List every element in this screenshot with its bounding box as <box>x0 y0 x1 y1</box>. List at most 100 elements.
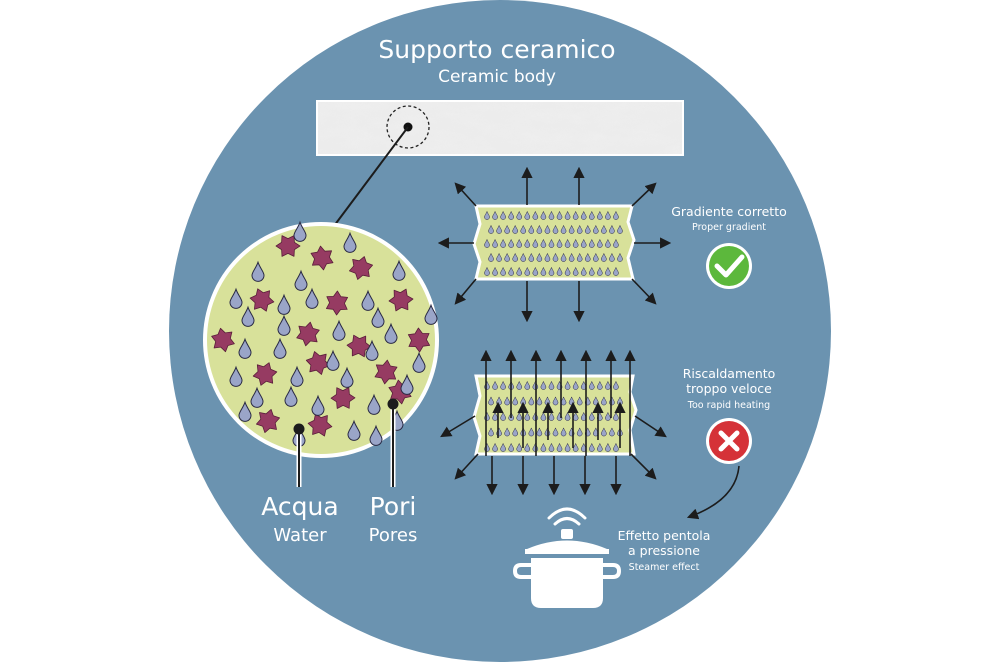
water-drop <box>488 396 494 406</box>
water-drop <box>556 210 563 220</box>
water-drop <box>605 380 611 390</box>
water-drop <box>500 411 506 421</box>
water-drop <box>290 365 304 387</box>
water-drop <box>524 411 531 421</box>
water-drop <box>597 238 603 248</box>
water-drop <box>564 238 571 248</box>
water-drop <box>273 337 287 359</box>
water-drop <box>613 238 619 248</box>
water-drop <box>613 442 619 452</box>
water-drop <box>588 411 595 421</box>
water-drop <box>572 411 579 421</box>
water-drop <box>520 224 527 234</box>
background-disc <box>169 0 831 662</box>
water-drop <box>284 385 298 407</box>
rapid-heating-label-1: Riscaldamento <box>683 366 776 381</box>
water-drop <box>492 210 498 220</box>
check-icon <box>706 243 752 289</box>
water-drop <box>516 380 523 390</box>
water-drop <box>548 411 555 421</box>
water-drop <box>609 252 615 262</box>
water-drop <box>605 442 611 452</box>
water-drop <box>576 252 583 262</box>
water-drop <box>492 442 498 452</box>
water-drop <box>597 266 603 276</box>
water-drop <box>488 224 494 234</box>
water-drop <box>326 349 340 371</box>
water-drop <box>528 252 535 262</box>
pore <box>388 288 414 312</box>
water-drop <box>488 252 494 262</box>
water-drop <box>576 427 583 437</box>
water-drop <box>365 339 379 361</box>
water-drop <box>277 314 291 336</box>
water-drop <box>524 442 531 452</box>
water-drop <box>601 224 607 234</box>
water-drop <box>484 266 490 276</box>
rapid-heating-arrows <box>440 349 667 496</box>
water-drop <box>592 252 599 262</box>
water-drop <box>564 266 571 276</box>
water-drop <box>524 238 531 248</box>
water-drop <box>609 224 615 234</box>
water-drop <box>516 442 523 452</box>
water-drop <box>552 396 559 406</box>
water-drop <box>564 380 571 390</box>
water-drop <box>613 411 619 421</box>
water-drop <box>588 210 595 220</box>
water-drop <box>305 287 319 309</box>
water-drop <box>572 210 579 220</box>
water-drop <box>516 238 523 248</box>
water-drop <box>504 396 510 406</box>
water-drop <box>584 224 591 234</box>
zoomed-ceramic <box>203 220 439 458</box>
water-drop <box>340 366 354 388</box>
water-drop <box>556 442 563 452</box>
water-drop <box>492 380 498 390</box>
water-drop <box>605 266 611 276</box>
water-drop <box>512 252 519 262</box>
water-drop <box>536 427 543 437</box>
water-drop <box>564 411 571 421</box>
title-main: Supporto ceramico <box>378 35 615 64</box>
water-drop <box>384 322 398 344</box>
water-drop <box>367 393 381 415</box>
water-drop <box>512 224 519 234</box>
water-drop <box>613 380 619 390</box>
leader-line <box>324 126 409 239</box>
legend-pointers <box>293 398 399 487</box>
pore <box>407 327 431 353</box>
water-drop <box>500 442 506 452</box>
water-drop <box>540 266 547 276</box>
water-drop <box>311 394 325 416</box>
water-drop <box>293 220 307 242</box>
water-drop <box>617 224 623 234</box>
water-drop <box>532 266 539 276</box>
water-drop <box>572 238 579 248</box>
water-drop <box>516 210 523 220</box>
proper-gradient-sublabel: Proper gradient <box>692 222 766 233</box>
water-drop <box>564 442 571 452</box>
water-drop <box>484 238 490 248</box>
water-drop <box>580 266 587 276</box>
rapid-heating-label-2: troppo veloce <box>686 381 772 396</box>
water-drop <box>597 442 603 452</box>
water-drop <box>512 396 519 406</box>
water-drop <box>528 427 535 437</box>
pores-label: Pori <box>370 492 417 521</box>
water-drop <box>560 427 567 437</box>
water-drop <box>597 380 603 390</box>
water-label: Acqua <box>261 492 338 521</box>
water-drop <box>500 266 506 276</box>
water-drop <box>496 252 502 262</box>
water-drop <box>536 396 543 406</box>
water-drop <box>548 238 555 248</box>
pore <box>255 409 280 433</box>
water-drop <box>504 252 510 262</box>
pore <box>305 351 331 375</box>
water-drop <box>540 238 547 248</box>
pore <box>349 256 373 280</box>
water-drop <box>500 238 506 248</box>
water-drop <box>532 238 539 248</box>
water-drop <box>508 210 514 220</box>
